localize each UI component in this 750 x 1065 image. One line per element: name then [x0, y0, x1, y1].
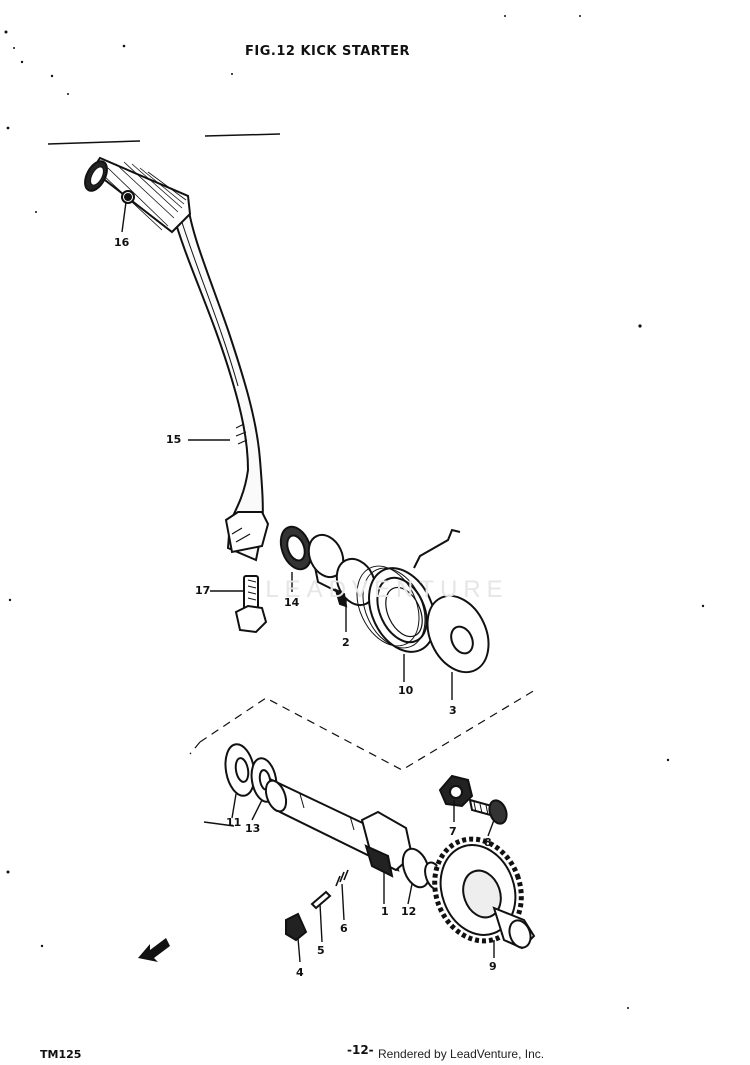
callout-17: 17 [195, 584, 211, 597]
callout-8: 8 [484, 836, 492, 849]
render-credit: Rendered by LeadVenture, Inc. [378, 1047, 545, 1061]
spring-washer [426, 594, 490, 674]
callout-10: 10 [398, 684, 414, 697]
thrust-washers [224, 743, 278, 803]
callout-3: 3 [449, 704, 457, 717]
pawl-pin [310, 890, 332, 910]
front-direction-arrow-icon [138, 938, 170, 962]
leadventure-watermark: LEADVENTURE [265, 576, 509, 603]
kick-gear [432, 836, 536, 950]
callout-16: 16 [114, 236, 130, 249]
stopper-bolt [468, 798, 508, 825]
scan-specks [4, 15, 705, 1009]
callout-2: 2 [342, 636, 350, 649]
arm-bolt [234, 575, 268, 634]
return-spring [356, 528, 461, 653]
header-rules [47, 133, 281, 145]
callout-15: 15 [166, 433, 182, 446]
kick-pawl [285, 912, 308, 942]
model-code: TM125 [40, 1048, 82, 1061]
leader-lines [121, 201, 495, 963]
callout-12: 12 [401, 905, 417, 918]
callout-4: 4 [296, 966, 304, 979]
kick-arm [170, 203, 270, 562]
stopper-plate [438, 774, 474, 808]
callout-5: 5 [317, 944, 325, 957]
assembly-outline [189, 689, 536, 771]
callout-9: 9 [489, 960, 497, 973]
callout-13: 13 [245, 822, 261, 835]
callout-6: 6 [340, 922, 348, 935]
callout-14: 14 [284, 596, 300, 609]
callout-11: 11 [226, 816, 242, 829]
kick-grip [84, 156, 192, 234]
figure-title: FIG.12 KICK STARTER [245, 44, 410, 59]
kick-shaft [264, 778, 414, 878]
callout-1: 1 [381, 905, 389, 918]
callout-7: 7 [449, 825, 457, 838]
page-number: -12- [347, 1043, 374, 1057]
pawl-spring [335, 869, 349, 887]
